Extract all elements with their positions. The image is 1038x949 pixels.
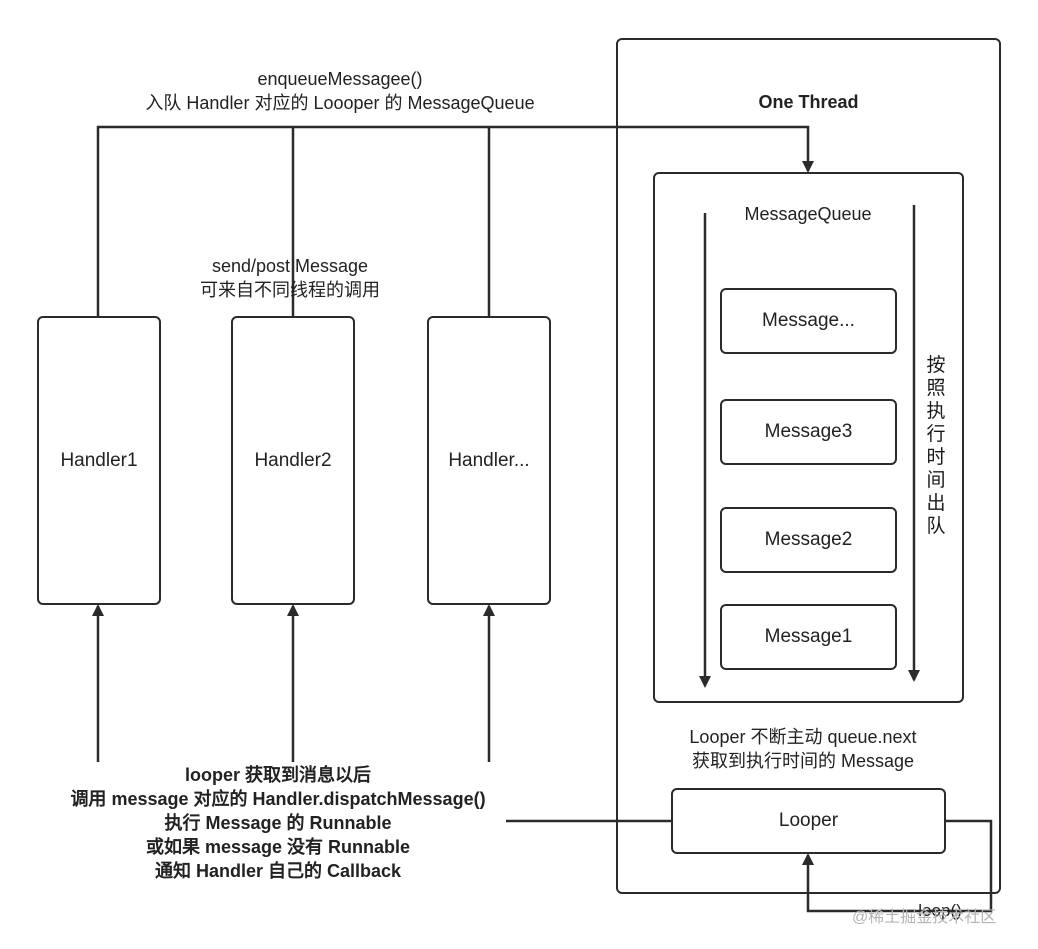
enqueue-label: enqueueMessagee() 入队 Handler 对应的 Loooper… (100, 67, 580, 115)
send-label-method: send/post Message (211, 256, 369, 276)
dispatch-note-line-2: 调用 message 对应的 Handler.dispatchMessage() (70, 789, 486, 809)
enqueue-label-desc: 入队 Handler 对应的 Loooper 的 MessageQueue (145, 93, 535, 113)
loop-label: loop() (918, 901, 962, 920)
dispatch-note: looper 获取到消息以后 调用 message 对应的 Handler.di… (50, 763, 506, 881)
enqueue-line (96, 125, 814, 316)
handler-box-2: Handler2 (231, 316, 355, 605)
message-box-2: Message2 (720, 507, 897, 573)
looper-fetch-label: Looper 不断主动 queue.next 获取到执行时间的 Message (658, 725, 948, 773)
handler-box-3: Handler... (427, 316, 551, 605)
thread-frame (616, 38, 1001, 894)
message-box-ellipsis: Message... (720, 288, 897, 354)
thread-title: One Thread (758, 92, 859, 112)
dispatch-note-line-1: looper 获取到消息以后 (184, 765, 371, 785)
message-queue-title: MessageQueue (744, 204, 872, 224)
message-box-3: Message3 (720, 399, 897, 465)
enqueue-label-method: enqueueMessagee() (257, 69, 423, 89)
message-queue-frame (653, 172, 964, 703)
watermark: @稀土掘金技术社区 (852, 909, 997, 926)
dispatch-note-line-3: 执行 Message 的 Runnable (164, 813, 392, 833)
send-label-desc: 可来自不同线程的调用 (200, 280, 380, 300)
dequeue-order-label: 按照执行时间出队 (926, 355, 946, 537)
dispatch-note-line-5: 通知 Handler 自己的 Callback (154, 861, 402, 881)
looper-fetch-label-line2: 获取到执行时间的 Message (691, 751, 915, 771)
send-label: send/post Message 可来自不同线程的调用 (190, 254, 390, 302)
looper-box: Looper (671, 788, 946, 854)
handler-box-1: Handler1 (37, 316, 161, 605)
looper-fetch-label-line1: Looper 不断主动 queue.next (689, 727, 917, 747)
dispatch-note-line-4: 或如果 message 没有 Runnable (145, 837, 411, 857)
message-box-1: Message1 (720, 604, 897, 670)
